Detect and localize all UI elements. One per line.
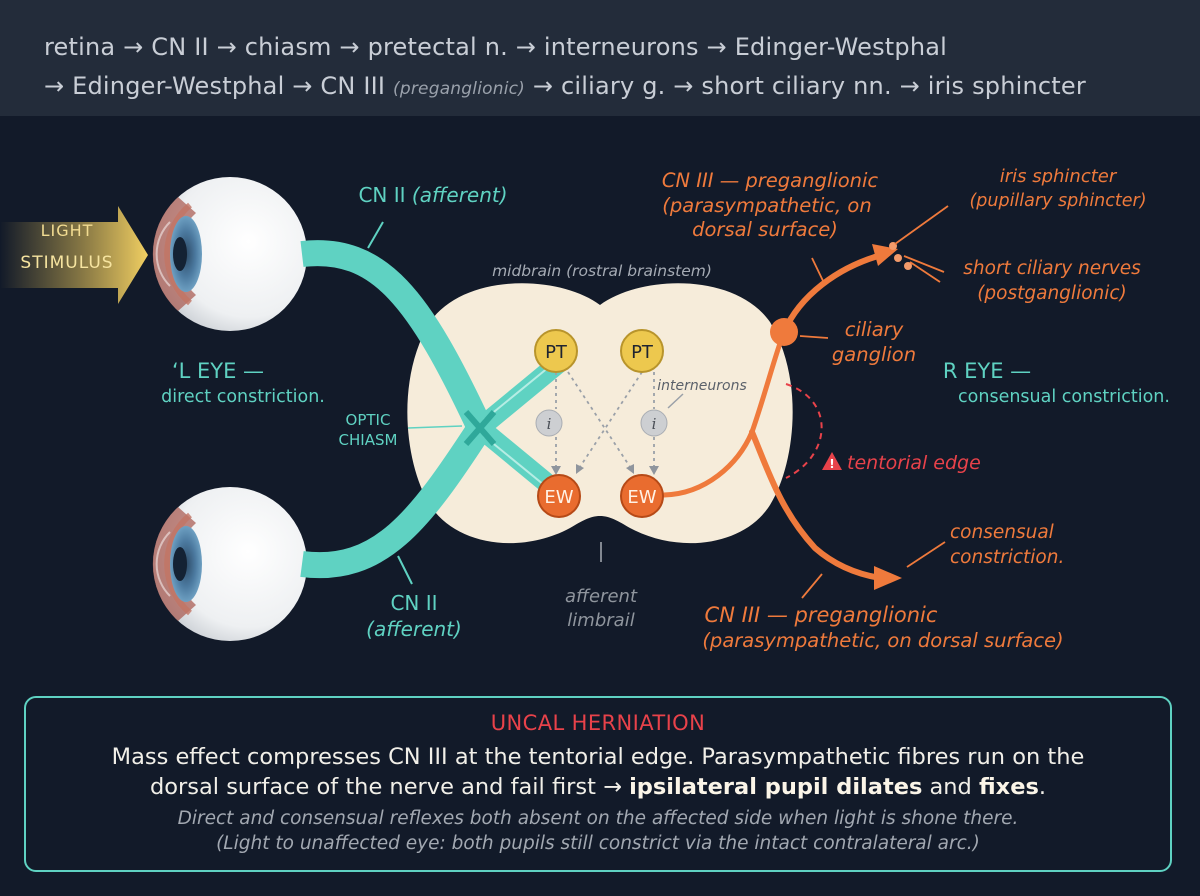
pathway-line-2-end: → ciliary g. → short ciliary nn. → iris … xyxy=(525,72,1086,100)
tentorial-edge-line xyxy=(785,383,823,479)
callout-emphasis-fixes: fixes xyxy=(979,774,1039,800)
ciliary-ganglion-label-1: ciliary xyxy=(845,318,904,341)
pathway-line-2-start: → Edinger-Westphal → CN III xyxy=(44,72,394,100)
callout-body-line-2: dorsal surface of the nerve and fail fir… xyxy=(26,774,1170,800)
midbrain-label: midbrain (rostral brainstem) xyxy=(492,262,712,280)
cn3-top-label-1: CN III — preganglionic xyxy=(662,169,879,192)
cn3-bottom-label-1: CN III — preganglionic xyxy=(705,603,938,627)
pathway-preganglionic-note: (preganglionic) xyxy=(393,79,526,99)
callout-note-line-1: Direct and consensual reflexes both abse… xyxy=(177,808,1019,829)
warning-mark: ! xyxy=(829,457,834,471)
ciliary-ganglion-label-2: ganglion xyxy=(832,343,916,366)
limbrail-label-2: limbrail xyxy=(567,610,634,631)
ciliary-ganglion-node xyxy=(770,318,798,346)
warning-icon: ! xyxy=(822,452,842,471)
light-stimulus-arrow xyxy=(0,206,148,304)
interneuron-connections xyxy=(555,371,655,471)
optic-chiasm-label-2: CHIASM xyxy=(339,431,398,449)
interneuron-right: i xyxy=(640,409,668,437)
callout-note-line-2: (Light to unaffected eye: both pupils st… xyxy=(216,833,980,854)
cn2-top-label: CN II (afferent) xyxy=(358,183,507,207)
cn3-top-label-2: (parasympathetic, on xyxy=(662,194,871,217)
light-label-1: LIGHT xyxy=(41,221,94,240)
cn3-bottom-label-2: (parasympathetic, on dorsal surface) xyxy=(702,629,1063,652)
ew-nucleus-right: EW xyxy=(620,474,664,518)
pretectal-nucleus-right: PT xyxy=(620,329,664,373)
tentorial-edge-label: tentorial edge xyxy=(847,452,981,474)
uncal-herniation-callout: UNCAL HERNIATION Mass effect compresses … xyxy=(24,696,1172,872)
pretectal-left-label: PT xyxy=(545,342,568,363)
left-eye-label-2: direct constriction. xyxy=(161,387,325,407)
iris-sphincter-label-2: (pupillary sphincter) xyxy=(969,191,1146,211)
callout-title: UNCAL HERNIATION xyxy=(490,711,706,735)
callout-body-2c: and xyxy=(922,774,979,800)
cn3-top-label-3: dorsal surface) xyxy=(692,218,838,241)
ew-nucleus-left: EW xyxy=(537,474,581,518)
pathway-line-1: retina → CN II → chiasm → pretectal n. →… xyxy=(44,33,948,61)
midbrain xyxy=(407,283,793,544)
callout-emphasis-dilates: ipsilateral pupil dilates xyxy=(629,774,923,800)
cn2-bottom-label-2: (afferent) xyxy=(366,617,462,641)
short-ciliary-label-2: (postganglionic) xyxy=(977,283,1127,304)
sphincter-endpoints xyxy=(889,242,912,270)
cn2-bottom-label-1: CN II xyxy=(390,591,437,615)
right-eye-label-2: consensual constriction. xyxy=(958,387,1170,407)
interneuron-left: i xyxy=(535,409,563,437)
pretectal-nucleus-left: PT xyxy=(534,329,578,373)
cn3-bottom-arrowhead xyxy=(874,566,902,590)
consensual-label-1: consensual xyxy=(950,522,1055,543)
callout-body-2a: dorsal surface of the nerve and fail fir… xyxy=(150,774,630,800)
left-eye-bottom xyxy=(152,487,307,641)
pretectal-right-label: PT xyxy=(631,342,654,363)
light-label-2: STIMULUS xyxy=(20,253,113,273)
interneuron-left-label: i xyxy=(547,415,552,433)
limbrail-label-1: afferent xyxy=(565,586,638,607)
pathway-line-2: → Edinger-Westphal → CN III (preganglion… xyxy=(44,72,1086,100)
short-ciliary-label-1: short ciliary nerves xyxy=(963,258,1141,279)
interneuron-arrowheads xyxy=(551,464,659,475)
reflex-diagram: LIGHT STIMULUS midbrain (rostral brainst… xyxy=(0,166,1170,652)
callout-body-line-1: Mass effect compresses CN III at the ten… xyxy=(111,744,1085,770)
left-eye-top xyxy=(152,177,307,331)
callout-body-2e: . xyxy=(1038,774,1046,800)
consensual-label-2: constriction. xyxy=(950,547,1064,568)
pathway-header: retina → CN II → chiasm → pretectal n. →… xyxy=(0,0,1200,116)
right-eye-label-1: R EYE — xyxy=(943,359,1031,383)
ew-right-label: EW xyxy=(627,487,656,508)
interneuron-right-label: i xyxy=(652,415,657,433)
optic-chiasm-label-1: OPTIC xyxy=(346,411,391,429)
iris-sphincter-label-1: iris sphincter xyxy=(1000,166,1118,187)
interneurons-label: interneurons xyxy=(657,378,746,394)
ew-left-label: EW xyxy=(544,487,573,508)
left-eye-label-1: ‘L EYE — xyxy=(172,359,264,383)
